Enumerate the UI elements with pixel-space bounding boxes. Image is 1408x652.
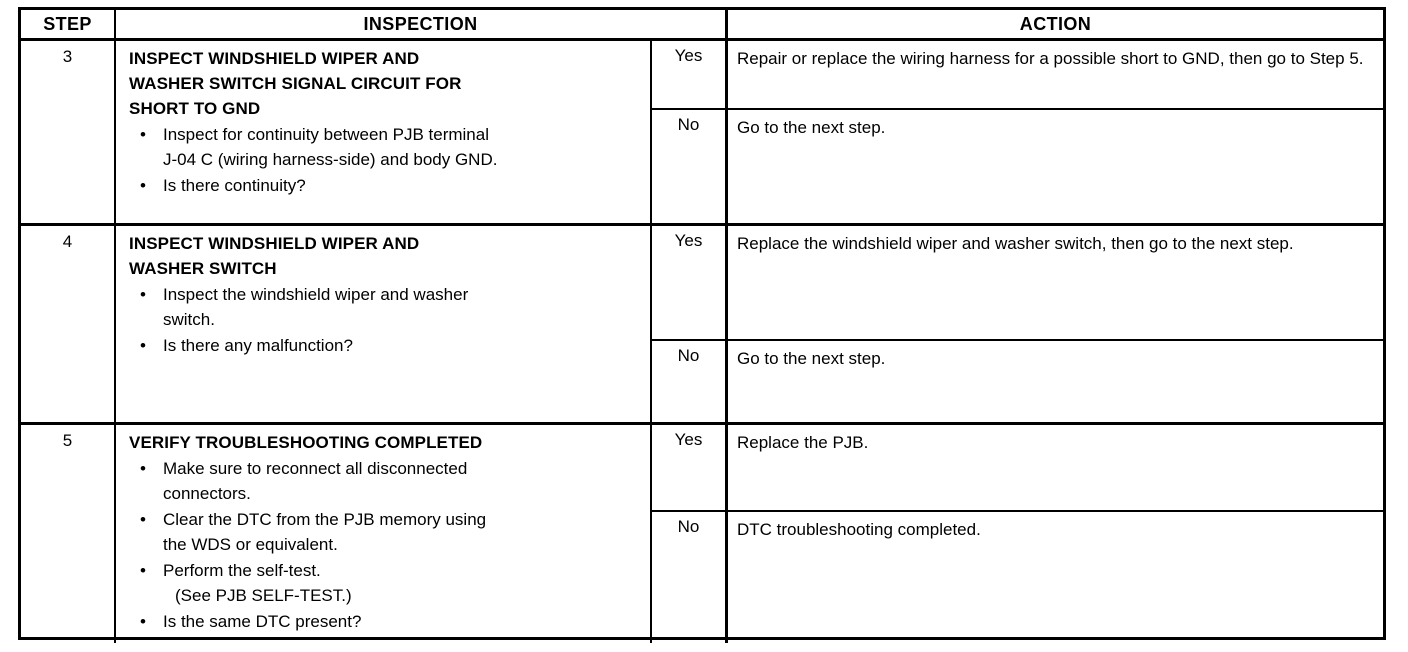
inspection-bullet-item: • Is the same DTC present?	[129, 609, 642, 634]
inspection-bullet-item: • Is there any malfunction?	[129, 333, 642, 358]
inspection-bullet-item: • Inspect the windshield wiper and washer…	[129, 282, 642, 332]
inspection-bullet-list: • Make sure to reconnect all disconnected…	[129, 456, 642, 634]
column-header-inspection: INSPECTION	[116, 10, 728, 38]
bullet-line: Perform the self-test.	[163, 561, 321, 580]
bullet-icon: •	[140, 285, 146, 304]
bullet-line: connectors.	[163, 484, 251, 503]
action-text: Replace the windshield wiper and washer …	[737, 234, 1294, 253]
action-answer-row: Yes Replace the PJB.	[652, 425, 1383, 512]
action-text: DTC troubleshooting completed.	[737, 520, 981, 539]
inspection-bullet-item: • Inspect for continuity between PJB term…	[129, 122, 642, 172]
action-text: Repair or replace the wiring harness for…	[737, 49, 1364, 68]
inspection-bullet-item: • Is there continuity?	[129, 173, 642, 198]
bullet-line: Inspect for continuity between PJB termi…	[163, 125, 489, 144]
inspection-bullet-item: • Perform the self-test. (See PJB SELF-TES…	[129, 558, 642, 608]
bullet-line: the WDS or equivalent.	[163, 535, 338, 554]
action-answer-row: No Go to the next step.	[652, 341, 1383, 425]
bullet-icon: •	[140, 510, 146, 529]
bullet-line: Inspect the windshield wiper and washer	[163, 285, 469, 304]
bullet-line: switch.	[163, 310, 215, 329]
inspection-bullet-list: • Inspect for continuity between PJB term…	[129, 122, 642, 198]
action-answer-row: No Go to the next step.	[652, 110, 1383, 226]
step-number-cell: 4	[21, 226, 116, 422]
inspection-cell: VERIFY TROUBLESHOOTING COMPLETED • Make su…	[116, 425, 652, 643]
bullet-line: Is there continuity?	[163, 176, 306, 195]
answer-label-no: No	[652, 512, 728, 643]
bullet-line: Clear the DTC from the PJB memory using	[163, 510, 487, 529]
action-cell: Yes Repair or replace the wiring harness …	[652, 41, 1383, 226]
bullet-line: Is there any malfunction?	[163, 336, 353, 355]
action-answer-row: No DTC troubleshooting completed.	[652, 512, 1383, 643]
answer-label-no: No	[652, 110, 728, 226]
bullet-line: Make sure to reconnect all disconnected	[163, 459, 468, 478]
bullet-icon: •	[140, 336, 146, 355]
step-number-cell: 5	[21, 425, 116, 643]
action-answer-row: Yes Replace the windshield wiper and wash…	[652, 226, 1383, 341]
step-number-cell: 3	[21, 41, 116, 223]
table-header-row: STEP INSPECTION ACTION	[21, 10, 1383, 41]
bullet-icon: •	[140, 176, 146, 195]
inspection-bullet-item: • Clear the DTC from the PJB memory using…	[129, 507, 642, 557]
inspection-bullet-list: • Inspect the windshield wiper and washer…	[129, 282, 642, 358]
answer-label-yes: Yes	[652, 425, 728, 510]
table-row: 5 VERIFY TROUBLESHOOTING COMPLETED • Make s…	[21, 425, 1383, 643]
bullet-line: (See PJB SELF-TEST.)	[175, 586, 352, 605]
inspection-bullet-item: • Make sure to reconnect all disconnected…	[129, 456, 642, 506]
action-text: Go to the next step.	[737, 118, 886, 137]
column-header-action: ACTION	[1019, 13, 1092, 34]
bullet-icon: •	[140, 459, 146, 478]
bullet-line: J-04 C (wiring harness-side) and body GN…	[163, 150, 498, 169]
bullet-icon: •	[140, 125, 146, 144]
bullet-icon: •	[140, 561, 146, 580]
action-answer-row: Yes Repair or replace the wiring harness …	[652, 41, 1383, 110]
action-text: Replace the PJB.	[737, 433, 869, 452]
bullet-icon: •	[140, 612, 146, 631]
answer-label-yes: Yes	[652, 41, 728, 108]
action-cell: Yes Replace the windshield wiper and wash…	[652, 226, 1383, 425]
column-header-step: STEP	[21, 10, 116, 38]
bullet-line: Is the same DTC present?	[163, 612, 362, 631]
inspection-title: VERIFY TROUBLESHOOTING COMPLETED	[129, 433, 483, 452]
action-cell: Yes Replace the PJB. No DTC troubleshooting…	[652, 425, 1383, 643]
answer-label-no: No	[652, 341, 728, 425]
answer-label-yes: Yes	[652, 226, 728, 339]
action-text: Go to the next step.	[737, 349, 886, 368]
